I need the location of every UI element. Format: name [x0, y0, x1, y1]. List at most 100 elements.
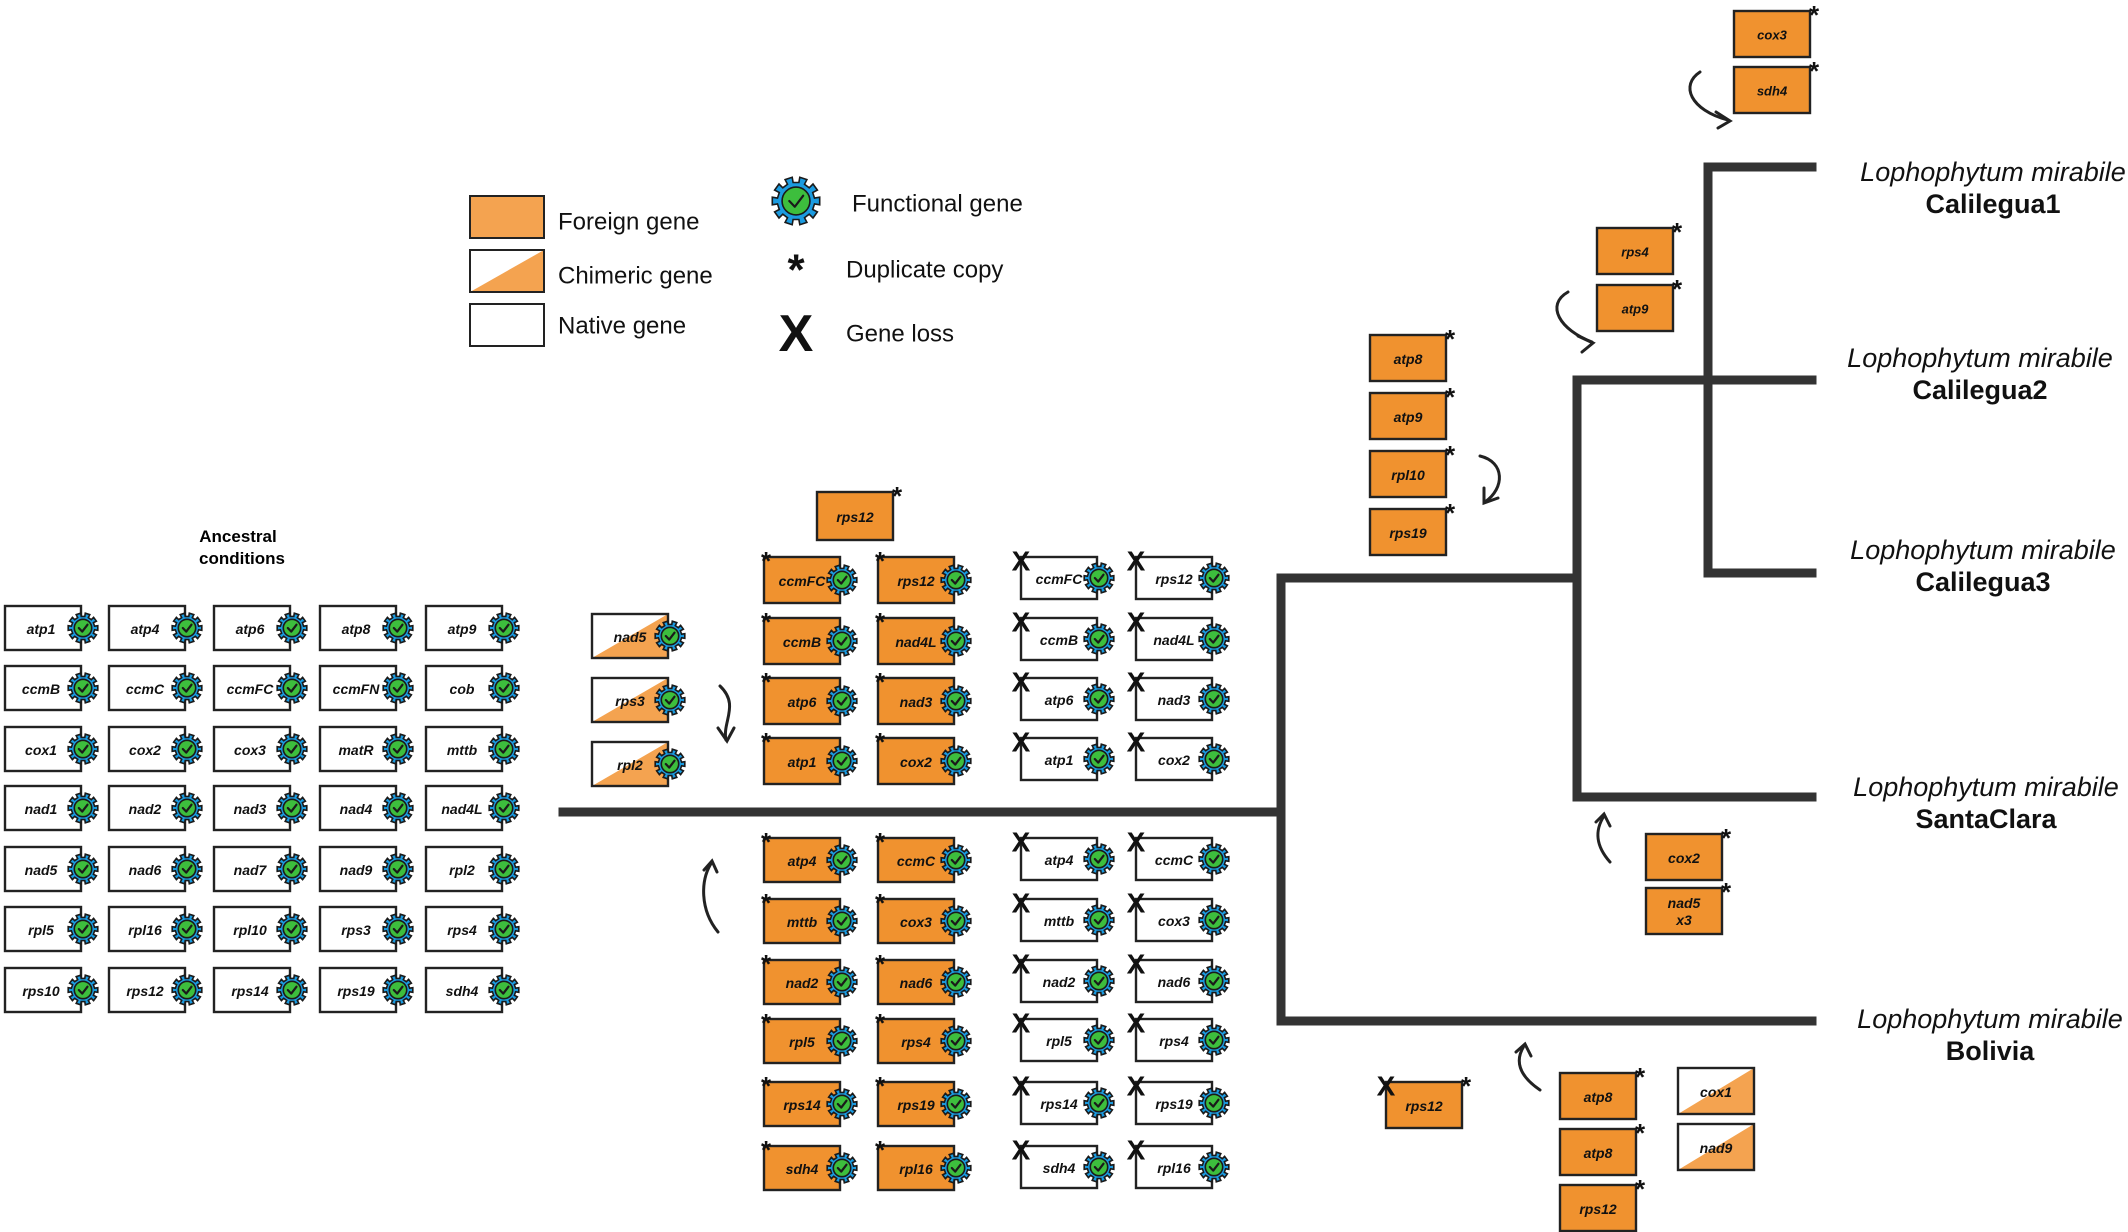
gene-label: atp9 — [448, 621, 477, 637]
functional-gene-icon — [1198, 683, 1230, 715]
gene-label: rps4 — [901, 1034, 931, 1050]
gene-label: ccmC — [126, 681, 165, 697]
gene-label: ccmFC — [227, 681, 275, 697]
legend-loss-symbol: X — [779, 305, 814, 363]
gene-label: sdh4 — [1757, 84, 1788, 99]
functional-gene-icon — [1083, 1087, 1115, 1119]
ancestral-gene-nad3: nad3 — [212, 784, 308, 832]
gene-label: nad4L — [895, 634, 936, 650]
functional-gene-icon — [940, 564, 972, 596]
functional-gene-icon — [826, 905, 858, 937]
foreign-gene-atp4: atp4* — [761, 827, 858, 884]
ancestral-gene-nad4: nad4 — [318, 784, 414, 832]
loss-mark: X — [1012, 607, 1031, 638]
curved-arrow — [716, 684, 736, 744]
functional-gene-icon — [171, 853, 203, 885]
gene-label: nad5 — [614, 629, 647, 645]
functional-gene-icon — [67, 672, 99, 704]
duplicate-mark: * — [761, 888, 772, 918]
duplicate-mark: * — [1635, 1118, 1646, 1148]
gene-label: mttb — [447, 742, 478, 758]
gene-label: rps3 — [341, 922, 371, 938]
gene-label: cox3 — [1158, 913, 1190, 929]
gene-label: rpl5 — [28, 922, 54, 938]
functional-gene-icon — [940, 1152, 972, 1184]
gene-label: mttb — [787, 914, 818, 930]
duplicate-mark: * — [875, 1008, 886, 1038]
functional-gene-icon — [171, 612, 203, 644]
functional-gene-icon — [1198, 904, 1230, 936]
functional-gene-icon — [940, 745, 972, 777]
functional-gene-icon — [1083, 843, 1115, 875]
gene-label: cox3 — [1757, 28, 1787, 43]
functional-gene-icon — [1083, 904, 1115, 936]
gene-label: cox1 — [1700, 1084, 1732, 1100]
taxon-genus: Lophophytum mirabile — [1860, 157, 2126, 187]
gene-label: rps10 — [22, 983, 60, 999]
bolivia-gene-rps12: rps12* — [1558, 1174, 1646, 1232]
loss-mark: X — [1127, 1071, 1146, 1102]
ancestral-gene-cob: cob — [424, 664, 520, 712]
gene-label: atp8 — [342, 621, 371, 637]
foreign-gene-mttb: mttb * — [761, 888, 858, 945]
ancestral-gene-ccmC: ccmC — [107, 664, 203, 712]
loss-mark: X — [1012, 1071, 1031, 1102]
duplicate-mark: * — [761, 607, 772, 637]
functional-gene-icon — [1198, 1087, 1230, 1119]
gene-label: rps12 — [897, 573, 935, 589]
loss-mark: X — [1127, 607, 1146, 638]
duplicate-mark: * — [761, 667, 772, 697]
legend-native-swatch — [469, 303, 545, 347]
loss-mark: X — [1127, 888, 1146, 919]
ancestral-gene-nad2: nad2 — [107, 784, 203, 832]
bolivia-lost-gene-rps12: rps12*X — [1377, 1071, 1472, 1130]
gene-label-extra: x3 — [1675, 912, 1692, 928]
calilegua-gene-atp9: atp9* — [1595, 274, 1683, 333]
functional-gene-icon — [826, 625, 858, 657]
functional-gene-icon — [276, 853, 308, 885]
functional-gene-icon — [171, 672, 203, 704]
foreign-gene-ccmB: ccmB* — [761, 607, 858, 666]
gene-label: rps19 — [337, 983, 375, 999]
curved-arrow — [702, 858, 720, 934]
gene-label: rps12 — [126, 983, 164, 999]
ancestral-gene-nad5: nad5 — [3, 845, 99, 893]
gene-label: nad2 — [129, 801, 162, 817]
calilegua1-gene-sdh4: sdh4* — [1732, 56, 1820, 115]
duplicate-mark: * — [1635, 1174, 1646, 1204]
ancestral-gene-rpl2: rpl2 — [424, 845, 520, 893]
gene-label: rpl5 — [789, 1034, 815, 1050]
taxon-name: Bolivia — [1946, 1036, 2036, 1066]
loss-mark: X — [1012, 949, 1031, 980]
ancestral-gene-nad7: nad7 — [212, 845, 308, 893]
ancestral-gene-rps12: rps12 — [107, 966, 203, 1014]
duplicate-mark: * — [875, 1071, 886, 1101]
gene-label: cox3 — [234, 742, 266, 758]
gene-label: rpl16 — [128, 922, 162, 938]
duplicate-mark: * — [761, 1135, 772, 1165]
gene-label: rps4 — [1621, 245, 1649, 260]
loss-mark: X — [1377, 1071, 1396, 1102]
functional-gene-icon — [488, 913, 520, 945]
ancestral-gene-matR: matR — [318, 725, 414, 773]
functional-gene-icon — [771, 176, 821, 226]
functional-gene-icon — [1083, 562, 1115, 594]
gene-label: nad5 — [1668, 895, 1701, 911]
gene-label: cox2 — [1158, 752, 1190, 768]
gene-label: nad6 — [900, 975, 933, 991]
functional-gene-icon — [382, 913, 414, 945]
functional-gene-icon — [276, 792, 308, 824]
gene-label: rps19 — [897, 1097, 935, 1113]
curved-arrow — [1478, 454, 1501, 506]
legend-chimeric-swatch-fill — [470, 250, 544, 292]
gene-label: rpl2 — [617, 757, 643, 773]
functional-gene-icon — [826, 844, 858, 876]
duplicate-mark: * — [1445, 498, 1456, 528]
duplicate-mark: * — [1809, 0, 1820, 30]
gene-label: rps19 — [1389, 525, 1427, 541]
functional-gene-icon — [276, 733, 308, 765]
ancestral-gene-rps10: rps10 — [3, 966, 99, 1014]
